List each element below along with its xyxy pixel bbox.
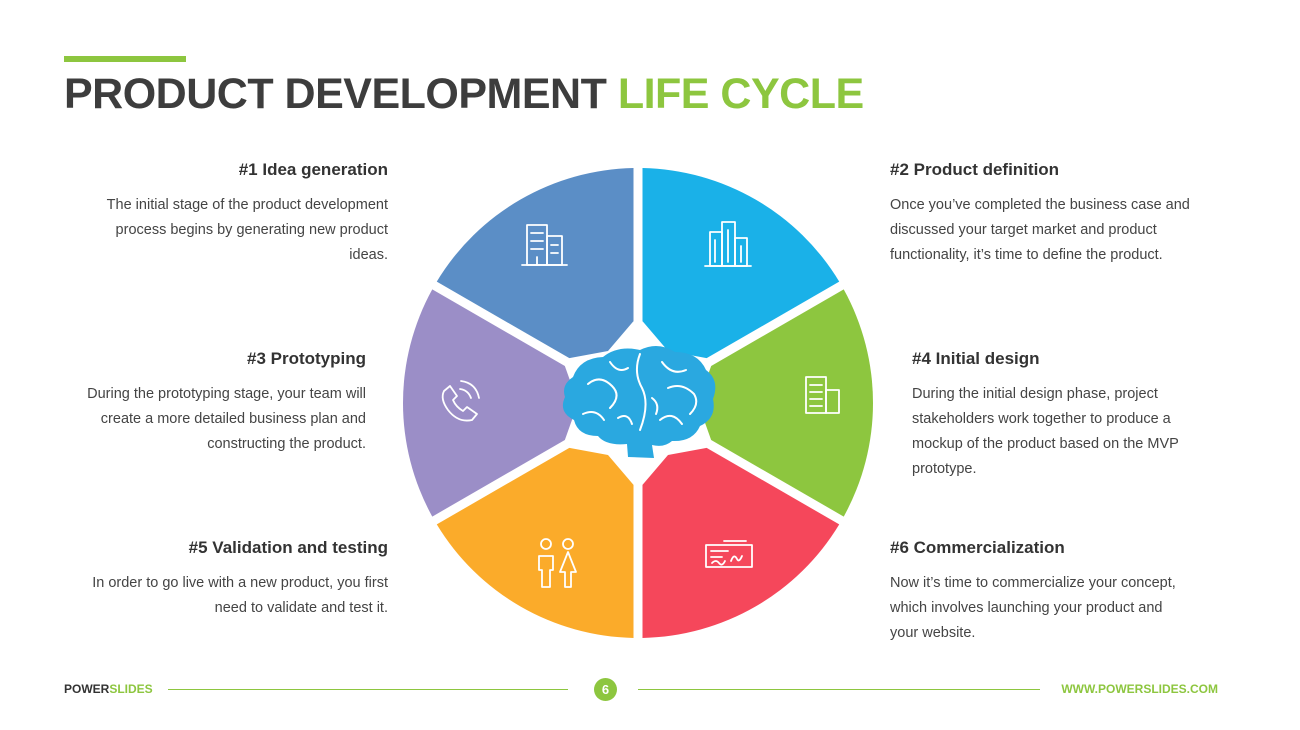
stage-5-block: #5 Validation and testing In order to go… — [80, 538, 388, 621]
segment-stage-3 — [403, 289, 578, 517]
stage-6-heading: #6 Commercialization — [890, 538, 1065, 557]
segment-stage-2 — [642, 168, 840, 359]
stage-4-block: #4 Initial design During the initial des… — [912, 349, 1202, 482]
document-icon — [805, 376, 840, 414]
phone-call-icon — [441, 380, 480, 422]
stage-3-text: During the prototyping stage, your team … — [87, 386, 366, 452]
footer-brand-dark: POWER — [64, 682, 110, 696]
stage-1-block: #1 Idea generation The initial stage of … — [80, 160, 388, 268]
segment-stage-1 — [436, 168, 634, 359]
stage-6-block: #6 Commercialization Now it’s time to co… — [890, 538, 1190, 646]
footer-url[interactable]: WWW.POWERSLIDES.COM — [1061, 682, 1218, 696]
title-accent-bar — [64, 56, 186, 62]
footer-divider-right — [638, 689, 1040, 690]
page-number: 6 — [594, 678, 617, 701]
title-part-green: LIFE CYCLE — [617, 70, 864, 118]
people-icon — [538, 538, 577, 588]
footer-brand: POWERSLIDES — [64, 682, 153, 696]
stage-5-text: In order to go live with a new product, … — [92, 575, 388, 616]
office-building-icon — [521, 224, 568, 266]
footer-brand-green: SLIDES — [109, 682, 153, 696]
stage-6-text: Now it’s time to commercialize your conc… — [890, 575, 1176, 641]
brain-icon — [562, 345, 716, 458]
slide-title: PRODUCT DEVELOPMENT LIFE CYCLE — [64, 70, 864, 119]
segment-stage-5 — [436, 447, 634, 638]
stage-2-block: #2 Product definition Once you’ve comple… — [890, 160, 1190, 268]
stage-4-heading: #4 Initial design — [912, 349, 1040, 368]
check-signature-icon — [705, 540, 753, 568]
footer-divider-left — [168, 689, 568, 690]
stage-2-text: Once you’ve completed the business case … — [890, 197, 1190, 263]
segment-stage-6 — [642, 447, 840, 638]
stage-3-block: #3 Prototyping During the prototyping st… — [60, 349, 366, 457]
stage-5-heading: #5 Validation and testing — [188, 538, 388, 557]
stage-1-heading: #1 Idea generation — [238, 160, 388, 179]
stage-2-heading: #2 Product definition — [890, 160, 1060, 179]
city-buildings-icon — [704, 221, 752, 267]
title-part-dark: PRODUCT DEVELOPMENT — [64, 70, 618, 118]
stage-1-text: The initial stage of the product develop… — [106, 197, 388, 263]
segment-stage-4 — [698, 289, 873, 517]
stage-4-text: During the initial design phase, project… — [912, 386, 1179, 477]
stage-3-heading: #3 Prototyping — [246, 349, 366, 368]
